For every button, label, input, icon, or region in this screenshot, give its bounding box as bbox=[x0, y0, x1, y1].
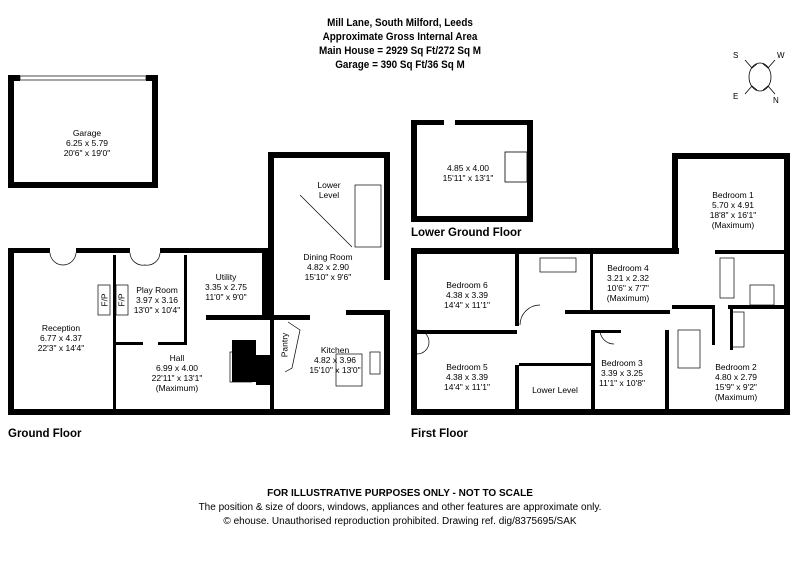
room-metric: 6.25 x 5.79 bbox=[65, 138, 109, 148]
room-play-room: Play Room 3.97 x 3.16 13'0" x 10'4" bbox=[134, 285, 181, 315]
room-utility: Utility 3.35 x 2.75 11'0" x 9'0" bbox=[205, 272, 247, 302]
disclaimer: FOR ILLUSTRATIVE PURPOSES ONLY - NOT TO … bbox=[267, 488, 533, 499]
room-metric: 4.80 x 2.79 bbox=[714, 372, 758, 382]
room-metric: 6.77 x 4.37 bbox=[39, 333, 83, 343]
first-floor-fixtures bbox=[416, 257, 775, 369]
room-name: Hall bbox=[169, 353, 185, 363]
room-imperial: 15'10" x 9'6" bbox=[304, 272, 352, 282]
room-metric: 4.38 x 3.39 bbox=[445, 290, 489, 300]
room-imperial: 10'6" x 7'7" bbox=[607, 283, 649, 293]
room-imperial: 18'8" x 16'1" bbox=[709, 210, 757, 220]
room-imperial: 15'9" x 9'2" bbox=[715, 382, 757, 392]
lower-ground-walls bbox=[411, 120, 533, 222]
room-metric: 4.85 x 4.00 bbox=[446, 163, 490, 173]
compass-s: S bbox=[733, 51, 739, 60]
compass-icon bbox=[744, 59, 776, 95]
room-name: Bedroom 5 bbox=[446, 362, 488, 372]
fireplace-label: F/P bbox=[99, 293, 110, 307]
compass-n: N bbox=[773, 96, 779, 105]
room-metric: 3.39 x 3.25 bbox=[600, 368, 644, 378]
room-reception: Reception 6.77 x 4.37 22'3" x 14'4" bbox=[38, 323, 85, 353]
room-name: Bedroom 4 bbox=[607, 263, 649, 273]
room-imperial: 22'11" x 13'1" bbox=[151, 373, 203, 383]
room-dining: Dining Room 4.82 x 2.90 15'10" x 9'6" bbox=[303, 252, 352, 282]
room-hall: Hall 6.99 x 4.00 22'11" x 13'1" (Maximum… bbox=[152, 353, 203, 393]
room-garage: Garage 6.25 x 5.79 20'6" x 19'0" bbox=[64, 128, 111, 158]
room-imperial: 13'0" x 10'4" bbox=[133, 305, 181, 315]
room-lower-ground: 4.85 x 4.00 15'11" x 13'1" bbox=[443, 163, 494, 183]
room-pantry: Pantry bbox=[279, 332, 290, 358]
compass-e: E bbox=[733, 92, 739, 101]
room-imperial: 14'4" x 11'1" bbox=[444, 300, 490, 310]
room-imperial: 22'3" x 14'4" bbox=[37, 343, 85, 353]
lower-level-ground: Lower Level bbox=[317, 180, 341, 200]
area-subtitle: Approximate Gross Internal Area bbox=[322, 31, 478, 43]
room-bedroom-6: Bedroom 6 4.38 x 3.39 14'4" x 11'1" bbox=[444, 280, 490, 310]
copyright: © ehouse. Unauthorised reproduction proh… bbox=[223, 516, 577, 527]
main-house-area: Main House = 2929 Sq Ft/272 Sq M bbox=[318, 45, 482, 57]
room-imperial: 14'4" x 11'1" bbox=[444, 382, 490, 392]
room-metric: 3.35 x 2.75 bbox=[204, 282, 248, 292]
room-metric: 4.82 x 2.90 bbox=[306, 262, 350, 272]
room-name: Dining Room bbox=[303, 252, 353, 262]
room-bedroom-5: Bedroom 5 4.38 x 3.39 14'4" x 11'1" bbox=[444, 362, 490, 392]
room-bedroom-4: Bedroom 4 3.21 x 2.32 10'6" x 7'7" (Maxi… bbox=[607, 263, 650, 303]
room-imperial: 11'1" x 10'8" bbox=[599, 378, 645, 388]
room-metric: 4.82 x 3.96 bbox=[313, 355, 357, 365]
room-imperial: 20'6" x 19'0" bbox=[63, 148, 111, 158]
lower-level-first: Lower Level bbox=[532, 385, 578, 395]
room-name: Bedroom 6 bbox=[446, 280, 488, 290]
room-bedroom-2: Bedroom 2 4.80 x 2.79 15'9" x 9'2" (Maxi… bbox=[715, 362, 758, 402]
first-floor-label: First Floor bbox=[411, 428, 468, 440]
footer: FOR ILLUSTRATIVE PURPOSES ONLY - NOT TO … bbox=[150, 487, 650, 529]
room-name: Garage bbox=[72, 128, 102, 138]
plan-header: Mill Lane, South Milford, Leeds Approxim… bbox=[220, 16, 580, 72]
room-kitchen: Kitchen 4.82 x 3.96 15'10" x 13'0" bbox=[309, 345, 360, 375]
garage-walls bbox=[8, 75, 158, 188]
room-bedroom-1: Bedroom 1 5.70 x 4.91 18'8" x 16'1" (Max… bbox=[710, 190, 757, 230]
first-floor-walls bbox=[411, 153, 790, 415]
room-name: Utility bbox=[215, 272, 237, 282]
room-note: (Maximum) bbox=[155, 383, 199, 393]
footer-note: The position & size of doors, windows, a… bbox=[198, 502, 602, 513]
room-name: Bedroom 1 bbox=[712, 190, 754, 200]
room-metric: 6.99 x 4.00 bbox=[155, 363, 199, 373]
room-name: Kitchen bbox=[320, 345, 350, 355]
compass-w: W bbox=[777, 51, 785, 60]
room-note: (Maximum) bbox=[711, 220, 755, 230]
garage-area: Garage = 390 Sq Ft/36 Sq M bbox=[335, 59, 465, 71]
address: Mill Lane, South Milford, Leeds bbox=[327, 17, 473, 29]
room-name: Play Room bbox=[136, 285, 178, 295]
room-note: (Maximum) bbox=[714, 392, 758, 402]
room-name: Bedroom 3 bbox=[601, 358, 643, 368]
lower-ground-stairs bbox=[504, 151, 528, 183]
room-metric: 3.97 x 3.16 bbox=[135, 295, 179, 305]
room-note: (Maximum) bbox=[606, 293, 650, 303]
room-metric: 4.38 x 3.39 bbox=[445, 372, 489, 382]
garage-door bbox=[19, 75, 147, 81]
room-imperial: 11'0" x 9'0" bbox=[205, 292, 247, 302]
room-metric: 5.70 x 4.91 bbox=[711, 200, 755, 210]
fireplace-label: F/P bbox=[116, 293, 127, 307]
room-imperial: 15'11" x 13'1" bbox=[442, 173, 494, 183]
ground-floor-label: Ground Floor bbox=[8, 428, 82, 440]
lower-ground-floor-label: Lower Ground Floor bbox=[411, 227, 522, 239]
ground-floor-fixtures bbox=[49, 184, 382, 387]
room-name: Bedroom 2 bbox=[715, 362, 757, 372]
room-imperial: 15'10" x 13'0" bbox=[309, 365, 361, 375]
room-metric: 3.21 x 2.32 bbox=[606, 273, 650, 283]
room-bedroom-3: Bedroom 3 3.39 x 3.25 11'1" x 10'8" bbox=[599, 358, 645, 388]
room-name: Reception bbox=[41, 323, 81, 333]
